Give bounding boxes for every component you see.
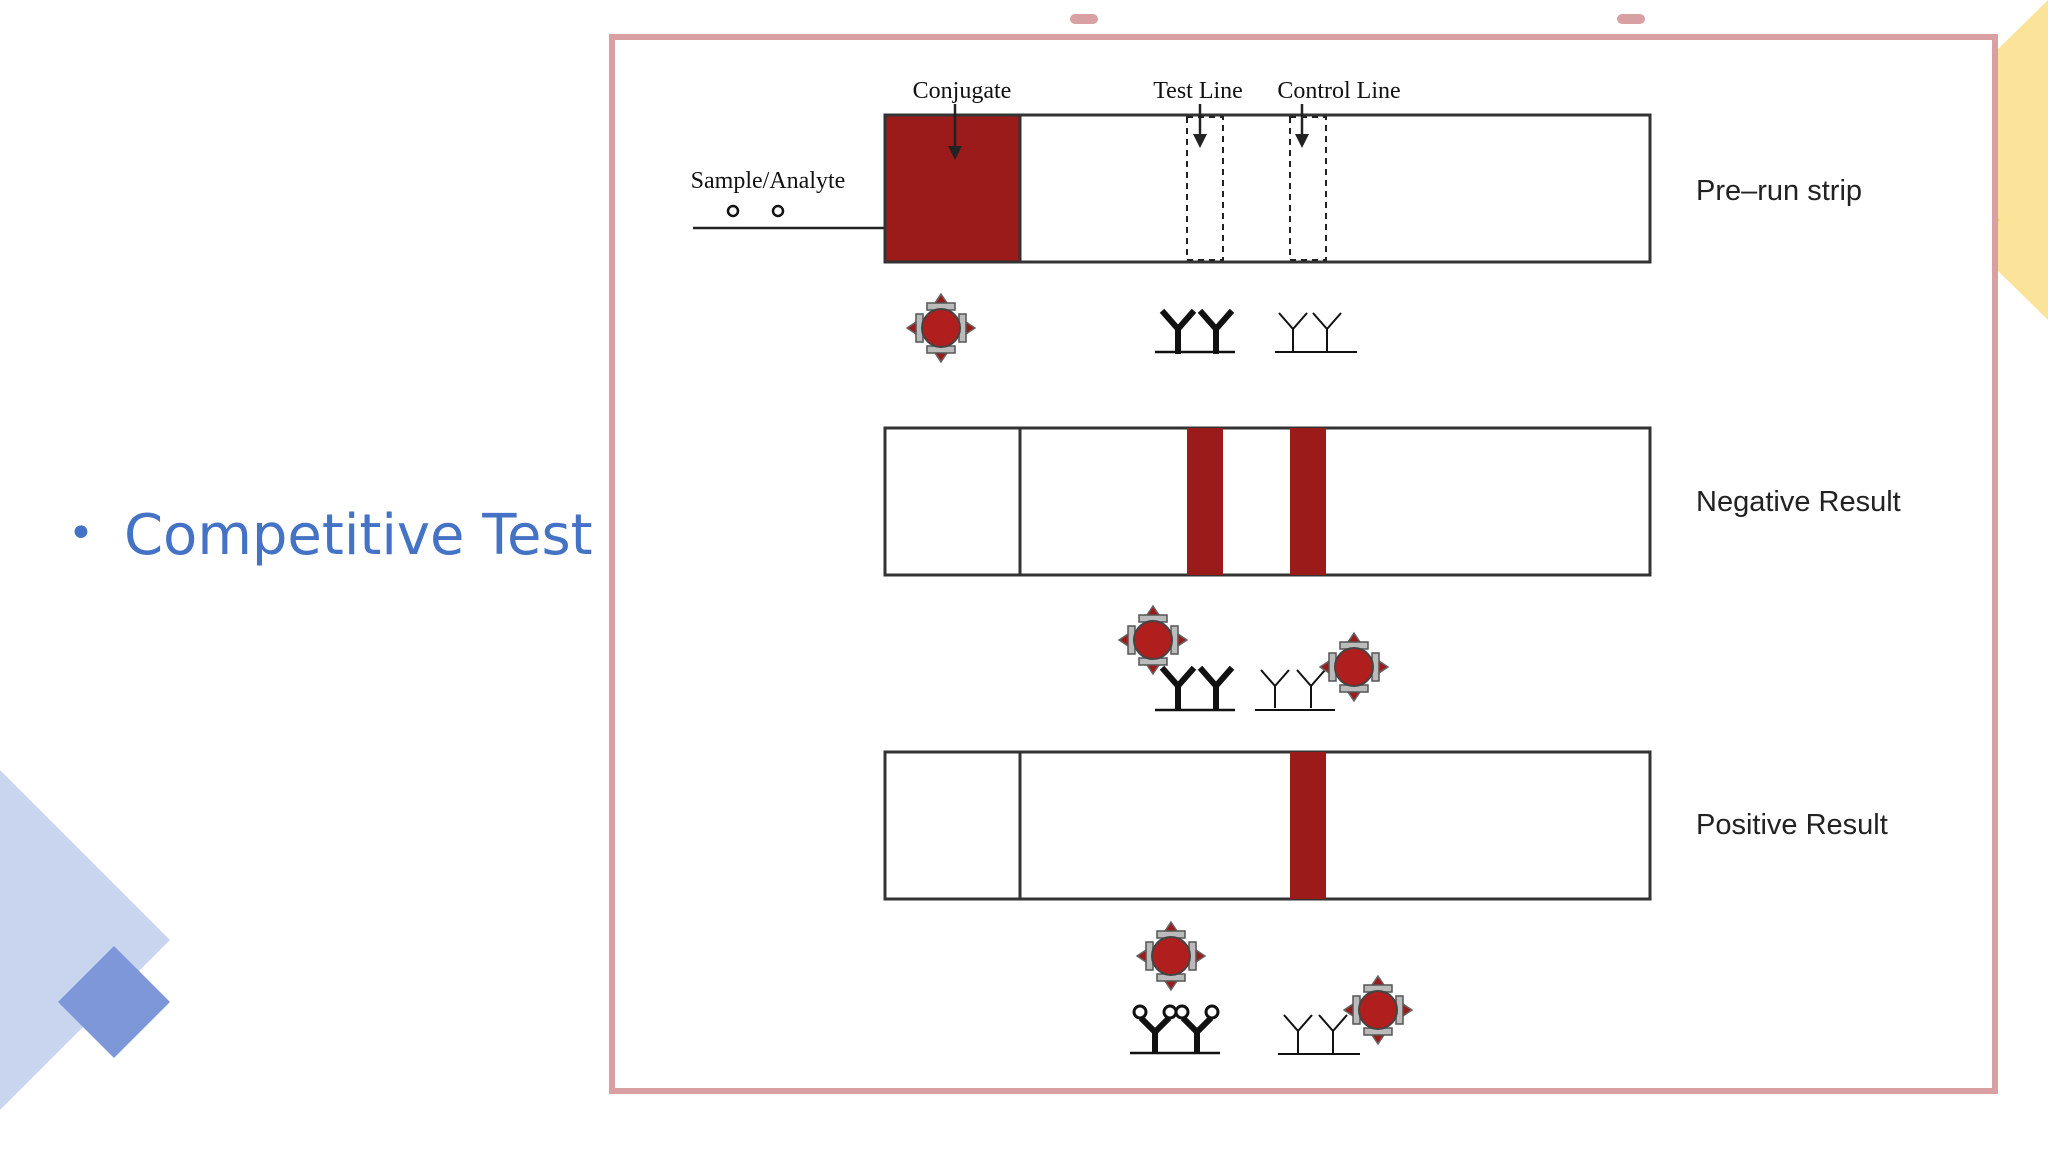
frame-tab-left (1070, 14, 1098, 24)
conjugate-pad-filled (883, 113, 1022, 264)
positive-result-label: Positive Result (1696, 809, 1888, 841)
control-pointer-icon (1295, 134, 1309, 148)
control-line-band (1290, 752, 1326, 899)
sample-dot-icon (771, 204, 785, 218)
positive-strip (883, 750, 1652, 901)
test-line-dashed (1186, 116, 1224, 261)
control-line-dashed (1289, 116, 1327, 261)
control-line-label: Control Line (1277, 78, 1400, 104)
negative-strip (883, 426, 1652, 577)
pre-run-strip-label: Pre–run strip (1696, 175, 1862, 207)
frame-tab-right (1617, 14, 1645, 24)
blue-diamond-shape (0, 770, 170, 1110)
control-line-band (1290, 428, 1326, 575)
test-line-band (1187, 428, 1223, 575)
blue-small-diamond-shape (58, 946, 170, 1058)
negative-result-label: Negative Result (1696, 486, 1901, 518)
conjugate-pointer-icon (948, 146, 962, 160)
sample-analyte-label: Sample/Analyte (691, 168, 846, 194)
test-line-label: Test Line (1153, 78, 1243, 104)
bullet-dot-icon: • (68, 508, 94, 559)
conjugate-label: Conjugate (913, 78, 1012, 104)
bullet-item: •Competitive Test (68, 508, 593, 564)
test-pointer-icon (1193, 134, 1207, 148)
sample-dot-icon (726, 204, 740, 218)
bullet-text: Competitive Test (123, 503, 593, 568)
